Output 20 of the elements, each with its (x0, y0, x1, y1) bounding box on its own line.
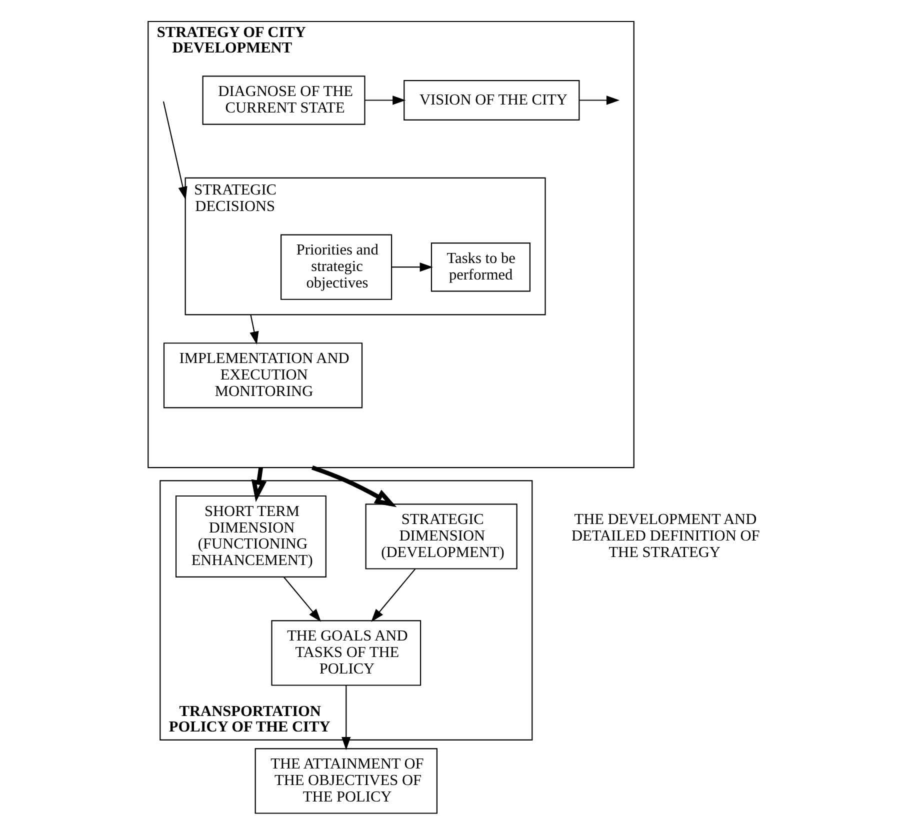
arrow (250, 314, 259, 345)
arrow (312, 465, 397, 508)
node-box: VISION OF THE CITY (404, 80, 580, 120)
node-box: Tasks to be performed (430, 242, 530, 292)
arrow (371, 568, 416, 622)
arrow (342, 686, 351, 750)
arrow (284, 576, 322, 622)
label: THE DEVELOPMENT AND DETAILED DEFINITION OF THE STRATEGY (572, 511, 760, 561)
node-box: IMPLEMENTATION AND EXECUTION MONITORING (163, 342, 363, 408)
arrow (579, 96, 620, 105)
arrow (364, 96, 406, 105)
node-box: SHORT TERM DIMENSION (FUNCTIONING ENHANCEMENT) (175, 495, 326, 578)
node-box: THE GOALS AND TASKS OF THE POLICY (271, 620, 422, 686)
node-box: DIAGNOSE OF THE CURRENT STATE (202, 76, 366, 125)
node-box: THE ATTAINMENT OF THE OBJECTIVES OF THE POLICY (254, 748, 438, 814)
arrow (392, 262, 433, 272)
arrow (162, 101, 188, 200)
node-box: STRATEGIC DIMENSION (DEVELOPMENT) (365, 504, 518, 570)
node-box: Priorities and strategic objectives (280, 234, 392, 300)
arrow (251, 467, 267, 502)
